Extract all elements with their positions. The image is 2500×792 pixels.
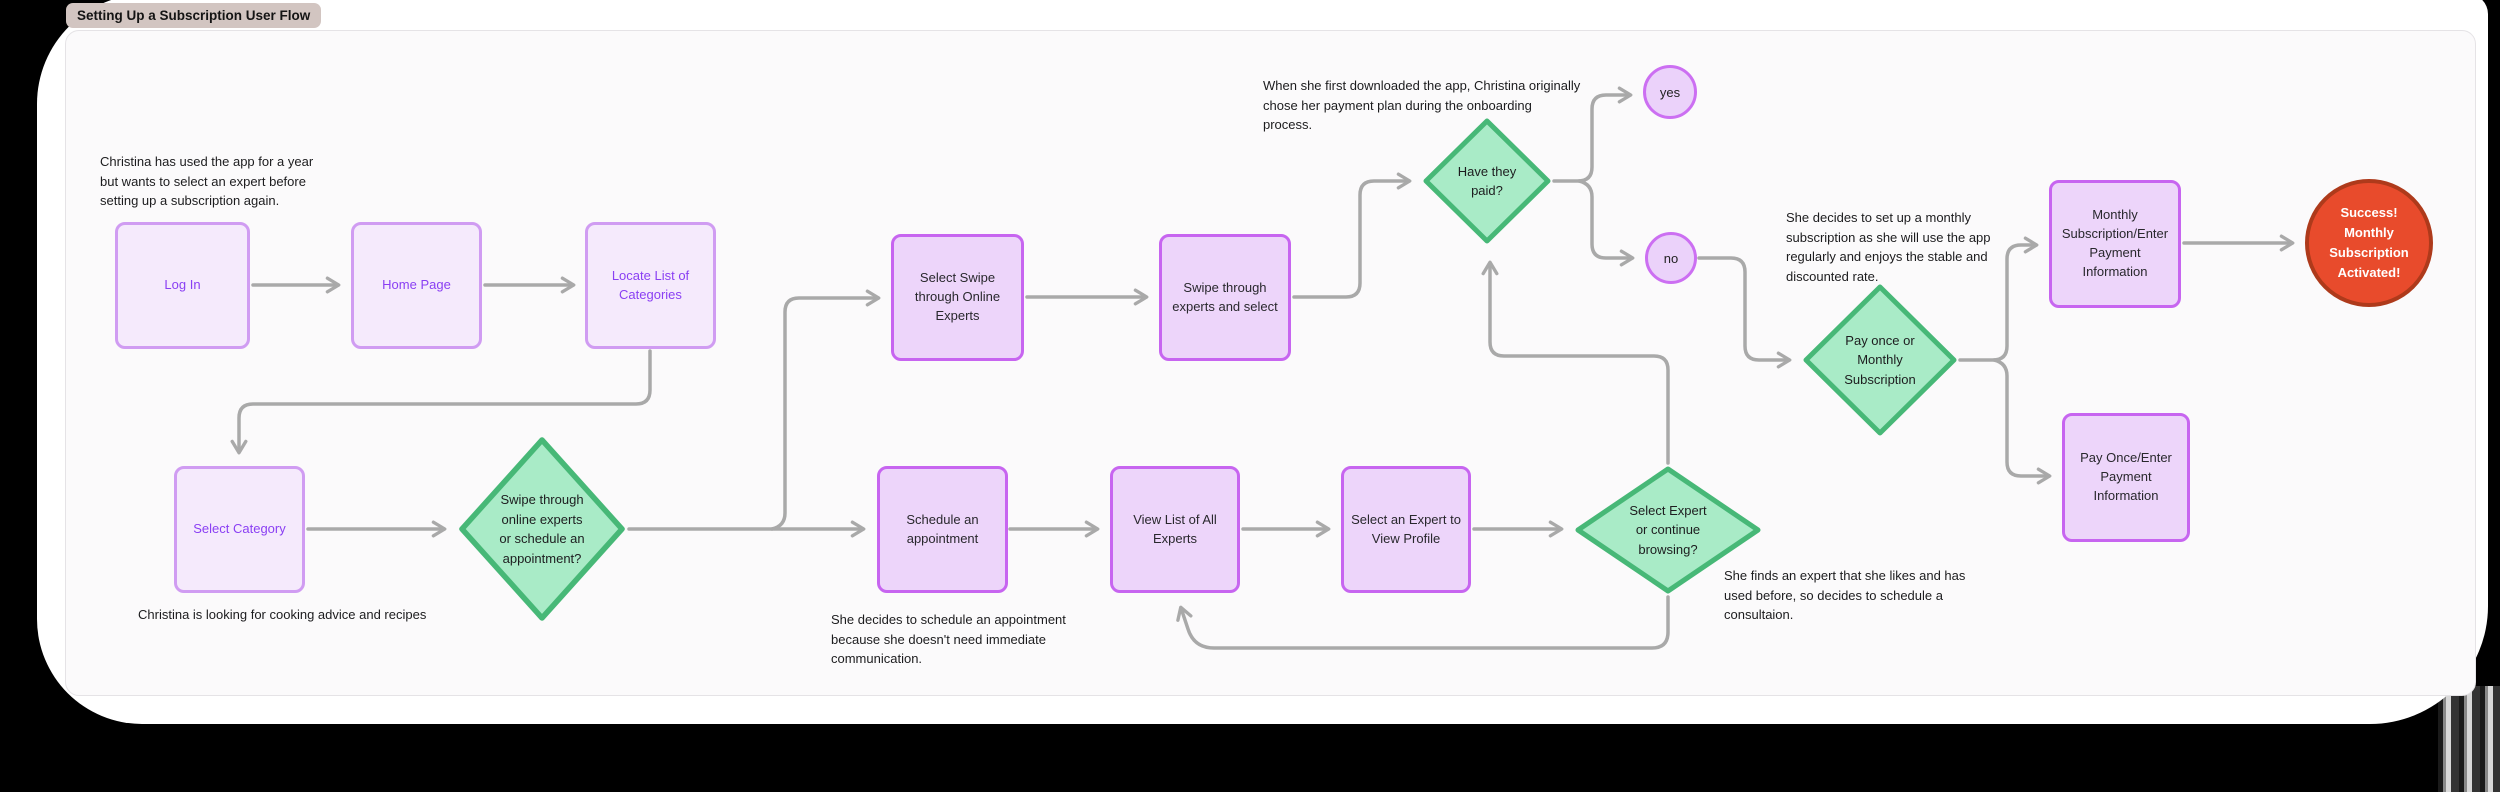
node-locate-categories-label: Locate List of Categories — [611, 267, 690, 302]
annotation-expert-found[interactable]: She finds an expert that she likes and h… — [1724, 568, 1966, 622]
diamond-shape — [459, 437, 625, 621]
node-view-all-experts[interactable]: View List of All Experts — [1110, 466, 1240, 593]
node-select-expert-profile-label: Select an Expert to View Profile — [1351, 511, 1461, 546]
node-select-swipe[interactable]: Select Swipe through Online Experts — [891, 234, 1024, 361]
connector-decision1-selectswipe — [770, 289, 881, 531]
node-pay-once[interactable]: Pay Once/Enter Payment Information — [2062, 413, 2190, 542]
node-select-category[interactable]: Select Category — [174, 466, 305, 593]
decision-pay-once-or-monthly[interactable]: Pay once or Monthly Subscription — [1802, 283, 1958, 437]
decision-select-or-browse[interactable]: Select Expert or continue browsing? — [1574, 465, 1762, 595]
diamond-shape — [1423, 118, 1551, 244]
decision-pay-once-or-monthly-label: Pay once or Monthly Subscription — [1844, 332, 1916, 387]
connector-no-payonceormonthly — [1697, 256, 1792, 369]
node-select-swipe-label: Select Swipe through Online Experts — [914, 270, 1001, 323]
decision-select-or-browse-label: Select Expert or continue browsing? — [1629, 502, 1707, 557]
node-no[interactable]: no — [1645, 232, 1697, 284]
annotation-schedule-reason[interactable]: She decides to schedule an appointment b… — [831, 612, 1066, 666]
diamond-shape — [1575, 466, 1761, 594]
node-schedule-appointment[interactable]: Schedule an appointment — [877, 466, 1008, 593]
node-home-page-label: Home Page — [382, 277, 451, 293]
node-schedule-appointment-label: Schedule an appointment — [906, 511, 979, 546]
diamond-shape — [1803, 284, 1957, 436]
connector-selectexpert-havetheypaid — [1481, 260, 1670, 465]
connector-selectexpert-viewlist-loop — [1176, 595, 1670, 650]
decision-have-they-paid[interactable]: Have they paid? — [1422, 117, 1552, 245]
node-success[interactable]: Success! Monthly Subscription Activated! — [2305, 179, 2433, 307]
node-select-expert-profile[interactable]: Select an Expert to View Profile — [1341, 466, 1471, 593]
node-view-all-experts-label: View List of All Experts — [1133, 511, 1217, 546]
annotation-persona-intro[interactable]: Christina has used the app for a year bu… — [100, 154, 314, 208]
node-yes[interactable]: yes — [1643, 65, 1697, 119]
decision-swipe-or-schedule[interactable]: Swipe through online experts or schedule… — [457, 435, 627, 623]
background-stripes-artifact — [2438, 686, 2500, 792]
connector-swipeselect-havetheypaid — [1292, 172, 1412, 299]
node-home-page[interactable]: Home Page — [351, 222, 482, 349]
node-no-label: no — [1663, 250, 1679, 266]
node-yes-label: yes — [1659, 84, 1681, 100]
node-monthly-subscription[interactable]: Monthly Subscription/Enter Payment Infor… — [2049, 180, 2181, 308]
node-swipe-select-label: Swipe through experts and select — [1172, 279, 1278, 314]
node-swipe-select[interactable]: Swipe through experts and select — [1159, 234, 1291, 361]
decision-have-they-paid-label: Have they paid? — [1457, 163, 1517, 199]
annotation-monthly-decision[interactable]: She decides to set up a monthly subscrip… — [1786, 210, 1991, 284]
decision-swipe-or-schedule-label: Swipe through online experts or schedule… — [499, 492, 585, 566]
connector-havetheypaid-no — [1577, 179, 1635, 267]
node-success-label: Success! Monthly Subscription Activated! — [2329, 204, 2409, 281]
node-locate-categories[interactable]: Locate List of Categories — [585, 222, 716, 349]
node-pay-once-label: Pay Once/Enter Payment Information — [2080, 450, 2172, 503]
annotation-payment-plan[interactable]: When she first downloaded the app, Chris… — [1263, 78, 1581, 132]
node-select-category-label: Select Category — [193, 521, 286, 537]
node-monthly-subscription-label: Monthly Subscription/Enter Payment Infor… — [2061, 207, 2169, 279]
node-log-in-label: Log In — [164, 277, 201, 293]
node-log-in[interactable]: Log In — [115, 222, 250, 349]
frame-title-tab[interactable]: Setting Up a Subscription User Flow — [66, 3, 322, 28]
annotation-cooking[interactable]: Christina is looking for cooking advice … — [138, 607, 427, 622]
connector-decision3-payonce — [1992, 358, 2052, 485]
